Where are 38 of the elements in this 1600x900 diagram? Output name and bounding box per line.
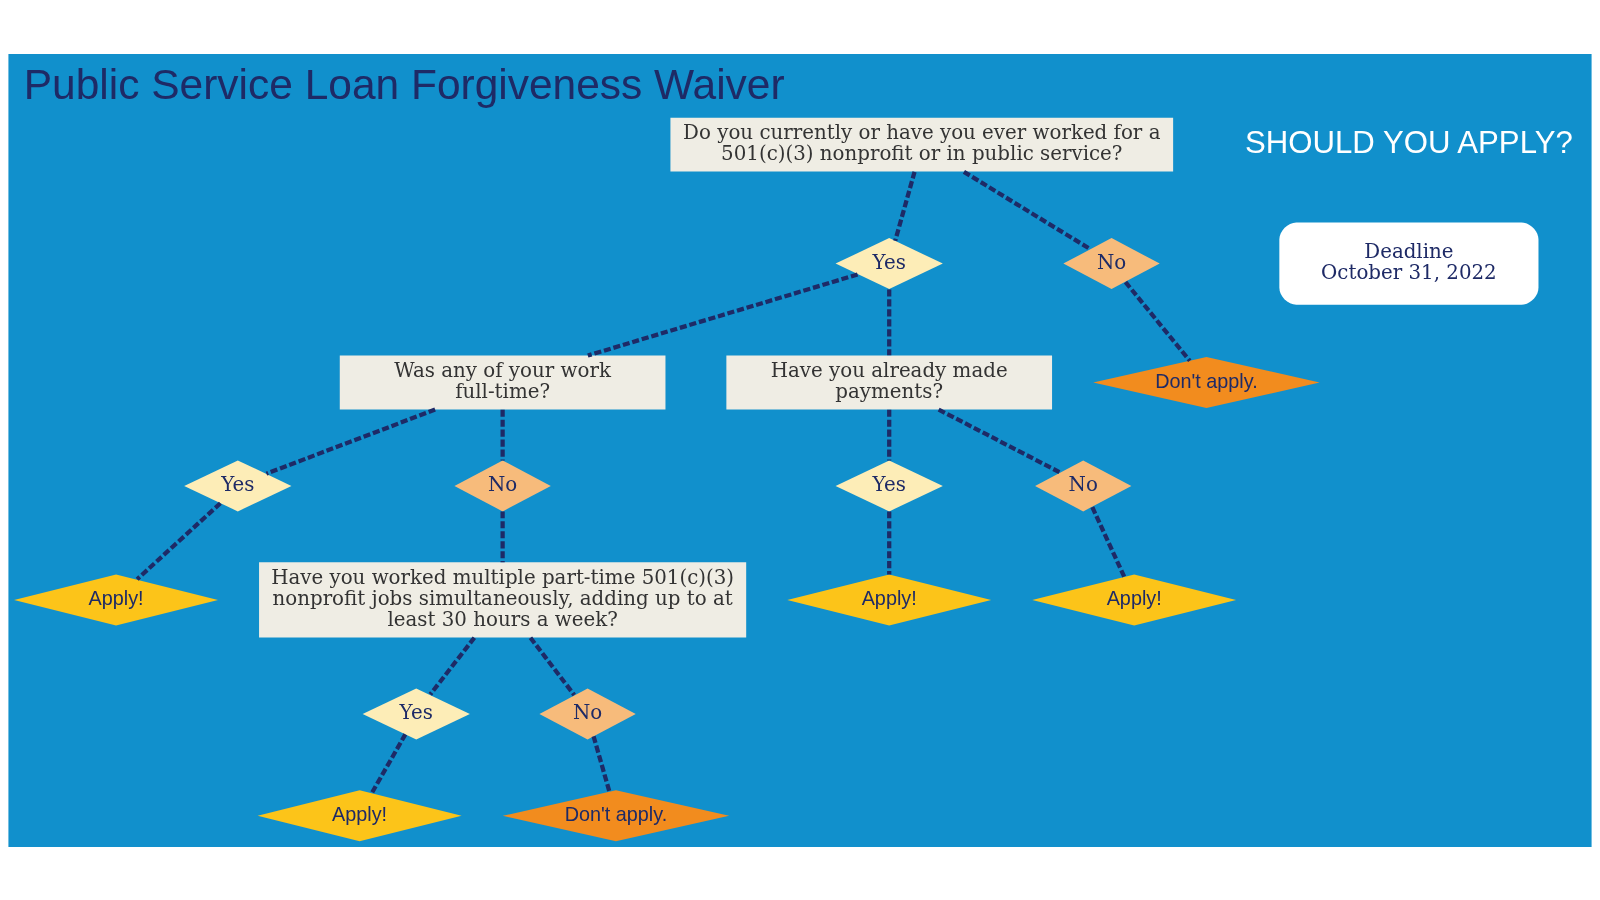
diagram-title: Public Service Loan Forgiveness Waiver [23, 60, 785, 108]
node-diamond: Don't apply. [502, 789, 730, 841]
node-diamond: Apply! [257, 789, 462, 841]
node-diamond: Yes [835, 237, 943, 289]
label: SHOULD YOU APPLY? [1245, 124, 1573, 160]
node-diamond: Yes [835, 459, 943, 511]
connector [893, 170, 917, 241]
connector [265, 407, 436, 476]
node-diamond: No [1035, 459, 1132, 511]
connector [135, 501, 222, 581]
node-diamond: Apply! [1032, 573, 1237, 625]
connector [887, 409, 892, 460]
connector [528, 635, 576, 696]
connector [369, 732, 408, 794]
node-diamond: No [1063, 237, 1160, 289]
connector [428, 635, 477, 696]
node-diamond: Apply! [14, 573, 218, 625]
connector [962, 169, 1092, 251]
connector [500, 510, 505, 562]
node-box: Have you already made payments? [726, 355, 1053, 409]
node-diamond: Don't apply. [1093, 356, 1320, 408]
connector [887, 289, 892, 355]
connector [500, 409, 505, 460]
connector [937, 407, 1061, 474]
connector [591, 735, 612, 792]
node-diamond: Apply! [787, 573, 992, 625]
node-diamond: Yes [362, 687, 470, 739]
connector [1090, 505, 1127, 578]
node-box: Do you currently or have you ever worked for a 501(c)(3) nonprofit or in public service? [670, 117, 1174, 172]
node-diamond: No [454, 459, 551, 511]
connector [887, 510, 892, 574]
node-box: Have you worked multiple part-time 501(c)(3) nonprofit jobs simultaneously, adding up to at least 30 hours a week? [259, 561, 747, 637]
connector [1123, 280, 1192, 362]
node-diamond: No [539, 687, 636, 739]
node-box: Deadline October 31, 2022 [1279, 222, 1539, 305]
node-diamond: Yes [184, 459, 292, 511]
node-box: Was any of your work full-time? [339, 355, 666, 409]
connector [587, 271, 859, 358]
